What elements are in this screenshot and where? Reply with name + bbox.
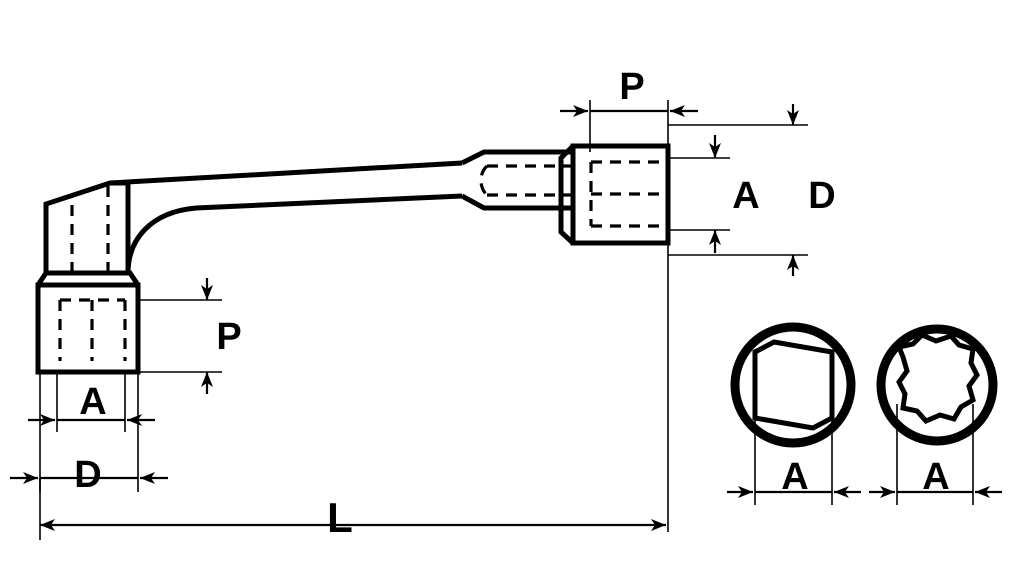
label-A-hex: A — [781, 456, 808, 498]
label-P-left: P — [216, 316, 241, 358]
bipoint-socket-outer-circle — [876, 324, 998, 446]
label-A-bipoint: A — [922, 456, 949, 498]
bipoint-socket-bore — [895, 332, 980, 425]
hex-socket-bore — [752, 339, 835, 431]
twelve-point-socket-cross-section — [876, 324, 998, 446]
extension-lines — [39, 100, 974, 540]
hex-socket-cross-section — [730, 322, 856, 448]
label-L: L — [327, 494, 353, 541]
left-socket-body — [35, 270, 141, 375]
label-D-left: D — [74, 454, 101, 496]
wrench-shaft — [109, 160, 463, 274]
right-shaft-step — [460, 149, 573, 211]
left-arm-riser — [43, 180, 131, 273]
label-A-right: A — [732, 175, 759, 217]
right-socket-body — [558, 143, 671, 246]
label-D-right: D — [808, 175, 835, 217]
hex-socket-outer-circle — [730, 322, 856, 448]
label-P-right: P — [619, 66, 644, 108]
label-A-left: A — [79, 381, 106, 423]
